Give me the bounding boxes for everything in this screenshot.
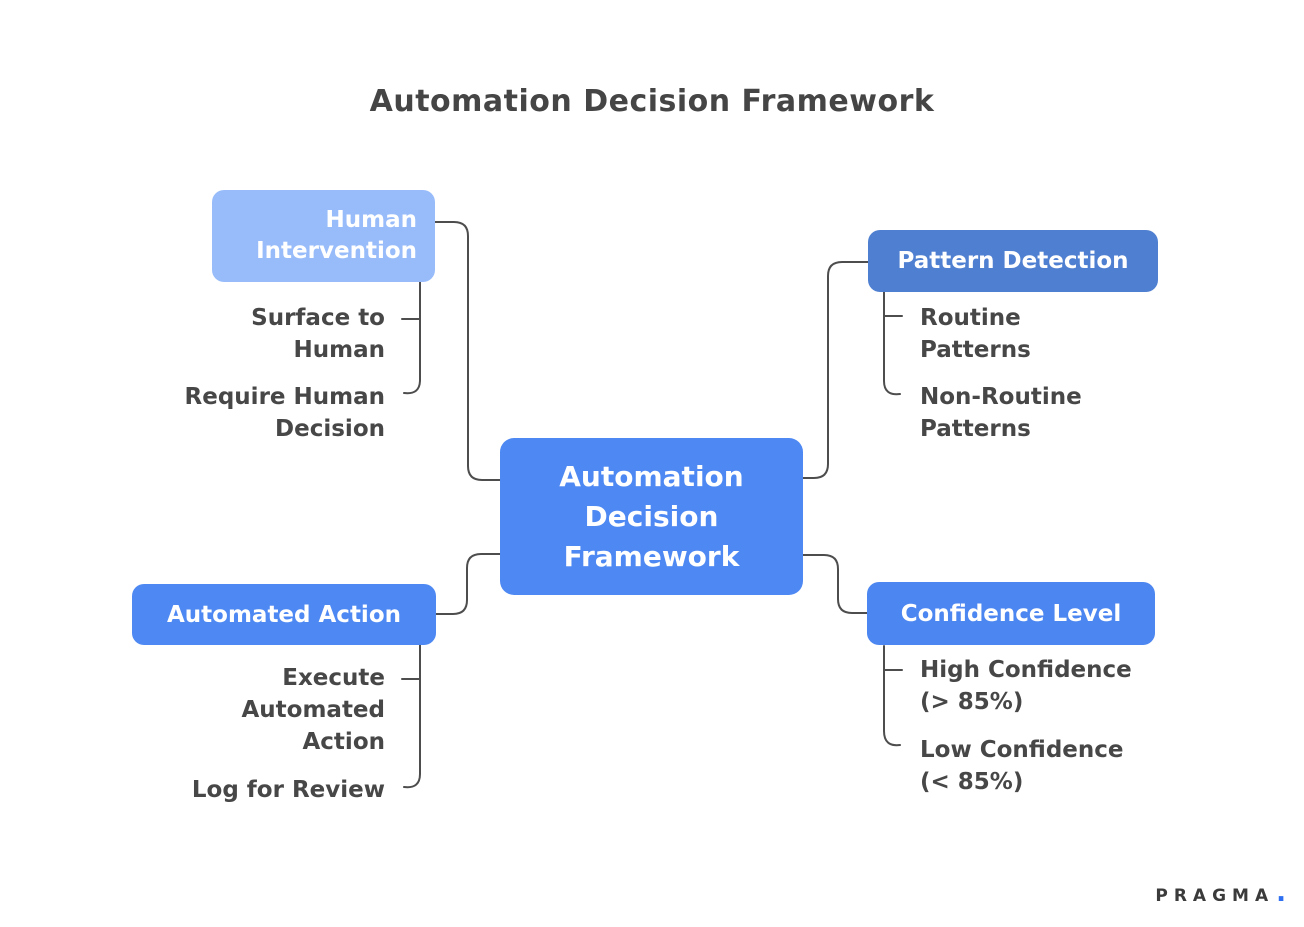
child-label-log-for-review: Log for Review — [191, 777, 385, 803]
pragma-logo-text: PRAGMA — [1155, 886, 1275, 906]
connector-group — [401, 221, 903, 789]
child-connector-confidence-level-spine — [883, 645, 901, 747]
connector-pattern-detection-to-center — [802, 261, 869, 479]
connector-human-intervention-to-center — [434, 221, 501, 481]
child-label-low-confidence: Low Confidence (< 85%) — [920, 737, 1124, 795]
child-connector-human-intervention-spine — [403, 281, 421, 395]
branch-node-confidence-level: Confidence Level — [867, 582, 1155, 645]
child-label-routine-patterns: Routine Patterns — [920, 305, 1031, 363]
child-label-require-human-decision: Require Human Decision — [184, 384, 385, 442]
child-label-non-routine-patterns: Non-Routine Patterns — [920, 384, 1082, 442]
pragma-logo: PRAGMA . — [1155, 878, 1286, 908]
child-connector-pattern-detection-spine — [883, 291, 901, 396]
child-label-execute-automated-action: Execute Automated Action — [241, 665, 385, 755]
branch-node-automated-action: Automated Action — [132, 584, 436, 645]
center-node-automation-decision-framework: Automation Decision Framework — [500, 438, 803, 595]
diagram-title: Automation Decision Framework — [369, 84, 935, 119]
branch-node-human-intervention: Human Intervention — [212, 190, 435, 282]
child-label-high-confidence: High Confidence (> 85%) — [920, 657, 1132, 715]
pragma-logo-dot: . — [1276, 878, 1286, 908]
child-connector-automated-action-spine — [403, 644, 421, 789]
child-label-surface-to-human: Surface to Human — [251, 305, 385, 363]
connector-center-to-automated-action — [435, 553, 501, 615]
branch-node-pattern-detection: Pattern Detection — [868, 230, 1158, 292]
connector-center-to-confidence-level — [802, 554, 868, 614]
